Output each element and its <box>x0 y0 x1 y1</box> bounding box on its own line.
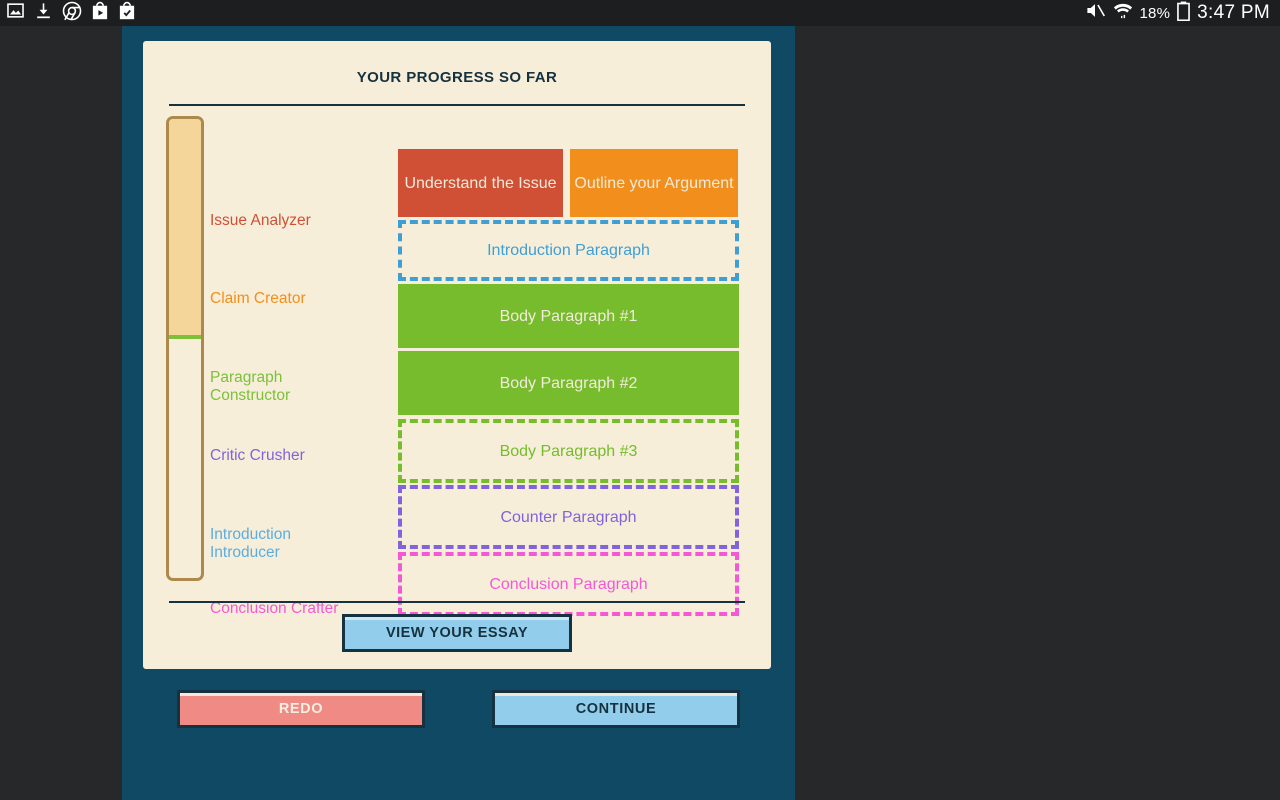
play-store-installed-icon <box>118 1 136 25</box>
stage-label: Claim Creator <box>210 290 306 307</box>
stage-label: Paragraph Constructor <box>210 369 291 404</box>
download-icon <box>34 1 53 25</box>
essay-block[interactable]: Body Paragraph #3 <box>398 419 739 483</box>
essay-block[interactable]: Introduction Paragraph <box>398 220 739 281</box>
stage-label: Conclusion Crafter <box>210 600 339 617</box>
view-your-essay-button[interactable]: VIEW YOUR ESSAY <box>342 614 572 652</box>
status-bar: 18% 3:47 PM <box>0 0 1280 26</box>
essay-block[interactable]: Outline your Argument <box>570 149 738 217</box>
wifi-icon <box>1113 1 1133 25</box>
essay-block[interactable]: Understand the Issue <box>398 149 563 217</box>
essay-block[interactable]: Body Paragraph #2 <box>398 351 739 415</box>
bottom-divider <box>169 601 745 603</box>
status-bar-notification-icons <box>6 1 136 26</box>
mute-icon <box>1084 1 1106 25</box>
essay-block[interactable]: Conclusion Paragraph <box>398 552 739 616</box>
status-bar-system-icons: 18% 3:47 PM <box>1084 1 1270 26</box>
stage-label: Introduction Introducer <box>210 526 291 561</box>
progress-tube <box>166 116 204 581</box>
title-divider <box>169 104 745 106</box>
redo-button[interactable]: REDO <box>177 690 425 728</box>
stage-label: Issue Analyzer <box>210 212 311 229</box>
battery-charging-icon <box>1177 1 1191 26</box>
continue-button[interactable]: CONTINUE <box>492 690 740 728</box>
stage-label: Critic Crusher <box>210 447 305 464</box>
play-store-icon <box>91 1 109 25</box>
page-title: YOUR PROGRESS SO FAR <box>356 69 558 86</box>
essay-block[interactable]: Counter Paragraph <box>398 485 739 549</box>
essay-block[interactable]: Body Paragraph #1 <box>398 284 739 348</box>
progress-fill <box>169 119 201 340</box>
status-bar-clock: 3:47 PM <box>1197 2 1270 23</box>
battery-percentage: 18% <box>1139 4 1171 22</box>
gallery-icon <box>6 1 25 25</box>
chrome-icon <box>62 1 82 26</box>
